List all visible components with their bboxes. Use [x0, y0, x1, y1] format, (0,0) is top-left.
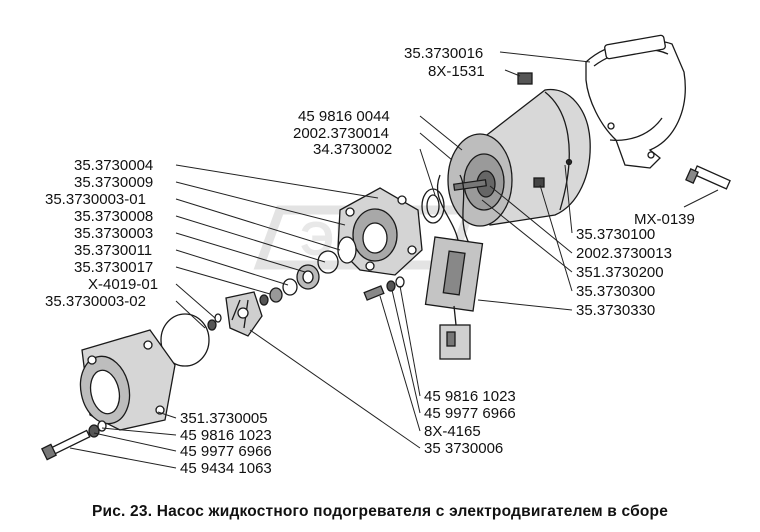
label-8x-1531: 8X-1531 — [428, 63, 485, 80]
connector-block-part — [424, 174, 484, 360]
label-35-3730011: 35.3730011 — [74, 242, 152, 259]
label-35-3730009: 35.3730009 — [74, 174, 153, 191]
label-35-3730004: 35.3730004 — [74, 157, 153, 174]
label-35-3730300: 35.3730300 — [576, 283, 655, 300]
label-2002-3730014: 2002.3730014 — [293, 125, 389, 142]
leader-lines — [69, 51, 719, 469]
label-2002-3730013: 2002.3730013 — [576, 245, 672, 262]
small-washers-part — [207, 313, 222, 331]
part-labels: 35.3730016 8X-1531 45 9816 0044 2002.373… — [45, 45, 695, 477]
figure-caption: Рис. 23. Насос жидкостного подогревателя… — [91, 503, 669, 520]
motor-clamp-part — [585, 34, 686, 169]
clip-part — [517, 72, 533, 85]
label-35-3730008: 35.3730008 — [74, 208, 153, 225]
label-351-3730005: 351.3730005 — [180, 410, 268, 427]
label-35-3730100: 35.3730100 — [576, 226, 655, 243]
label-35-3730017: 35.3730017 — [74, 259, 153, 276]
pump-cover-part — [337, 187, 423, 276]
label-35-3730003-02: 35.3730003-02 — [45, 293, 146, 310]
label-35-3730006: 35 3730006 — [424, 440, 503, 457]
label-35-3730016: 35.3730016 — [404, 45, 483, 62]
label-x-4019-01: X-4019-01 — [88, 276, 158, 293]
label-45-9977-6966-right: 45 9977 6966 — [424, 405, 516, 422]
pump-body-part — [79, 329, 176, 431]
label-45-9816-1023-left: 45 9816 1023 — [180, 427, 272, 444]
label-8x-4165: 8X-4165 — [424, 423, 481, 440]
label-34-3730002: 34.3730002 — [313, 141, 392, 158]
middle-screw-part — [363, 276, 405, 301]
label-mx-0139: MX-0139 — [634, 211, 695, 228]
impeller-part — [225, 291, 263, 337]
label-351-3730200: 351.3730200 — [576, 264, 664, 281]
lower-bolt-part — [41, 420, 107, 461]
label-35-3730003: 35.3730003 — [74, 225, 153, 242]
o-ring-part — [160, 313, 210, 367]
label-45-9816-1023-right: 45 9816 1023 — [424, 388, 516, 405]
label-45-9977-6966-left: 45 9977 6966 — [180, 443, 272, 460]
label-35-3730003-01: 35.3730003-01 — [45, 191, 146, 208]
long-bolt-part — [685, 165, 731, 190]
label-45-9816-0044: 45 9816 0044 — [298, 108, 390, 125]
label-45-9434-1063: 45 9434 1063 — [180, 460, 272, 477]
label-35-3730330: 35.3730330 — [576, 302, 655, 319]
